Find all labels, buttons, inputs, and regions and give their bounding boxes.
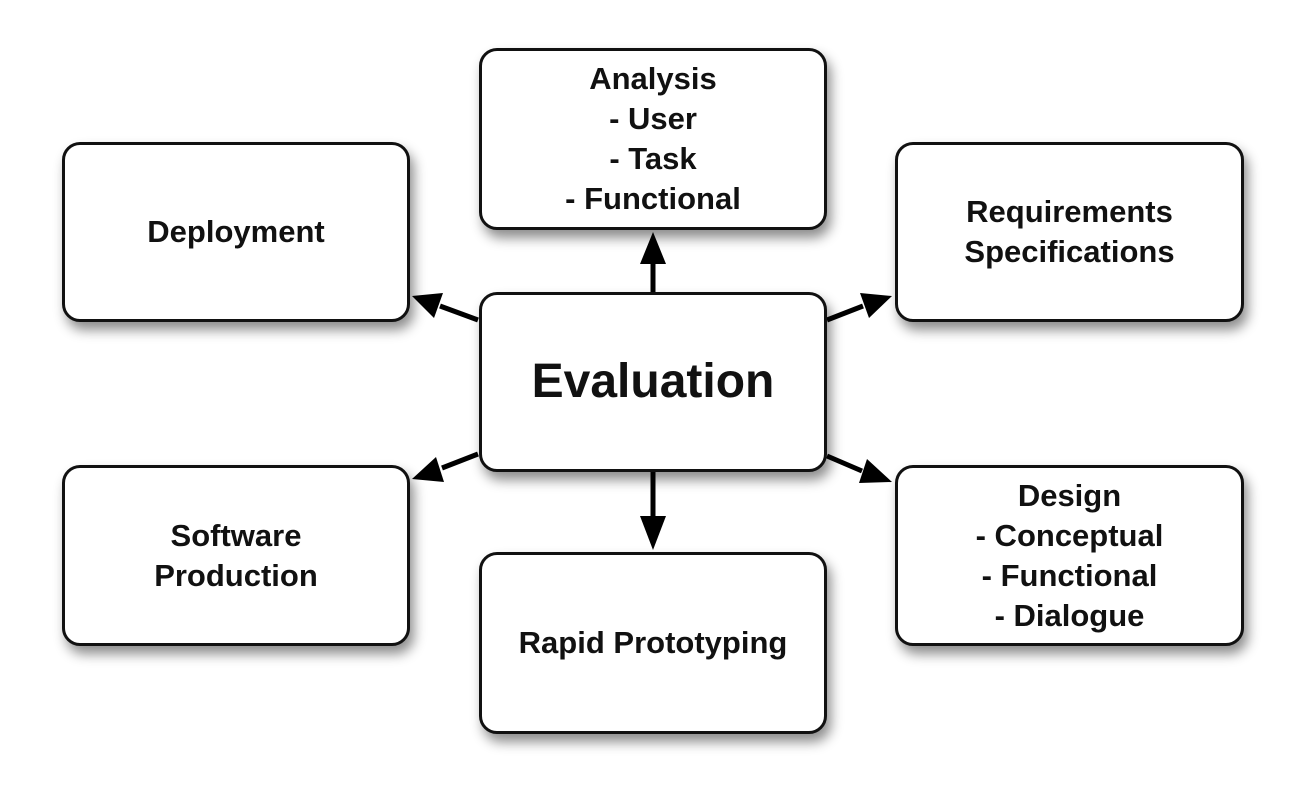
arrowhead-design bbox=[859, 459, 892, 483]
arrow-to-design bbox=[826, 453, 863, 474]
arrowhead-rapid-prototyping bbox=[640, 516, 666, 550]
design-title: Design bbox=[1017, 477, 1122, 513]
arrowhead-deployment bbox=[412, 293, 443, 318]
requirements-subtitle: Specifications bbox=[964, 234, 1175, 269]
software-production-line-1: Software bbox=[170, 517, 302, 553]
design-item-conceptual: - Conceptual bbox=[975, 517, 1164, 553]
arrow-to-requirements bbox=[826, 303, 864, 323]
arrow-to-software-production bbox=[441, 451, 479, 471]
software-production-box: Software Production bbox=[62, 465, 410, 646]
rapid-prototyping-box: Rapid Prototyping bbox=[479, 552, 827, 734]
evaluation-box: Evaluation bbox=[479, 292, 827, 472]
requirements-box: Requirements Specifications bbox=[895, 142, 1244, 322]
analysis-box: Analysis - User - Task - Functional bbox=[479, 48, 827, 230]
arrowhead-analysis bbox=[640, 232, 666, 264]
arrow-to-deployment bbox=[439, 303, 479, 323]
design-box: Design - Conceptual - Functional - Dialo… bbox=[895, 465, 1244, 646]
analysis-item-functional: - Functional bbox=[565, 181, 741, 216]
deployment-title: Deployment bbox=[147, 214, 325, 249]
arrowhead-software-production bbox=[412, 457, 444, 482]
design-item-functional: - Functional bbox=[981, 557, 1158, 593]
analysis-item-task: - Task bbox=[609, 141, 697, 176]
analysis-item-user: - User bbox=[609, 101, 697, 136]
software-production-line-2: Production bbox=[154, 557, 318, 593]
arrowhead-requirements bbox=[860, 293, 892, 318]
requirements-title: Requirements bbox=[966, 194, 1173, 229]
deployment-box: Deployment bbox=[62, 142, 410, 322]
analysis-title: Analysis bbox=[589, 61, 717, 96]
rapid-prototyping-title: Rapid Prototyping bbox=[518, 625, 788, 660]
design-item-dialogue: - Dialogue bbox=[994, 597, 1145, 633]
evaluation-title: Evaluation bbox=[531, 355, 775, 408]
